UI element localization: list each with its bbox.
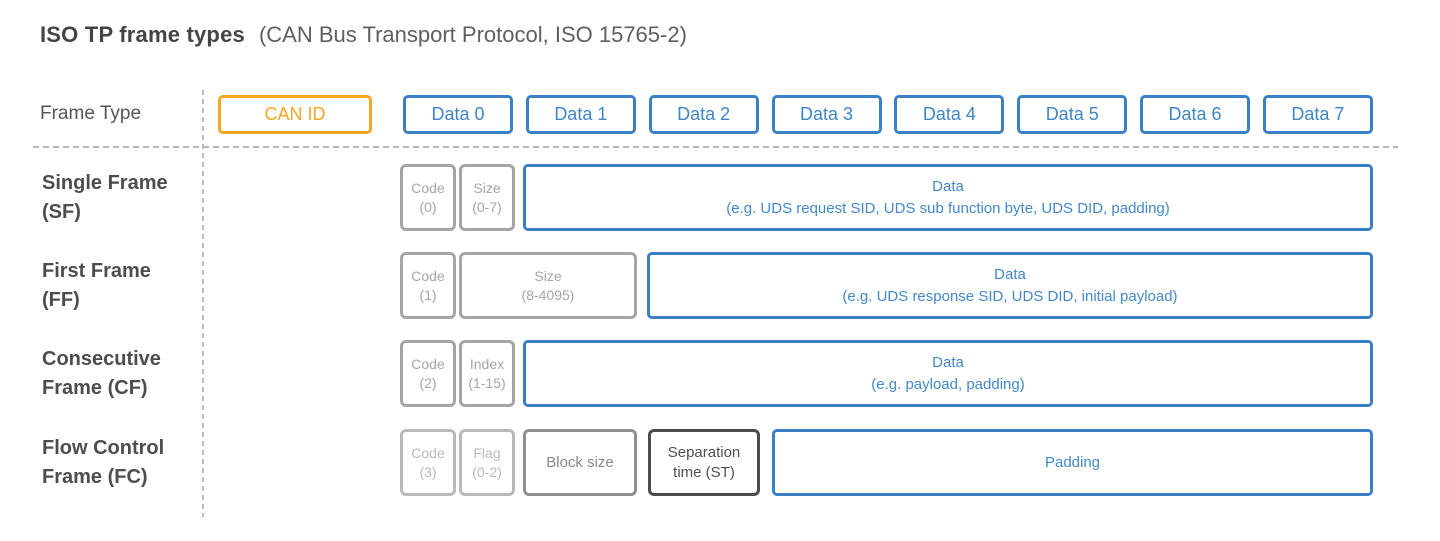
data-byte-box-6: Data 6 [1140,95,1251,134]
ff-data-cell: Data (e.g. UDS response SID, UDS DID, in… [647,252,1373,319]
data-byte-box-5: Data 5 [1017,95,1128,134]
fc-block-size-cell: Block size [523,429,637,496]
horizontal-dashed-divider [33,146,1398,148]
page-subtitle: (CAN Bus Transport Protocol, ISO 15765-2… [258,22,687,47]
data-byte-box-4: Data 4 [894,95,1005,134]
data-byte-box-3: Data 3 [771,95,882,134]
data-byte-box-0: Data 0 [403,95,513,134]
sf-data-cell: Data (e.g. UDS request SID, UDS sub func… [523,164,1373,231]
ff-code-cell: Code (1) [400,252,456,319]
fc-code-cell: Code (3) [400,429,456,496]
data-byte-box-1: Data 1 [525,95,636,134]
row-label-first-frame: First Frame (FF) [42,260,151,311]
fc-separation-time-cell: Separation time (ST) [648,429,760,496]
title-row: ISO TP frame types (CAN Bus Transport Pro… [40,22,687,48]
frame-type-label: Frame Type [40,103,142,124]
data-byte-box-7: Data 7 [1262,95,1373,134]
sf-size-cell: Size (0-7) [459,164,515,231]
sf-code-cell: Code (0) [400,164,456,231]
fc-flag-cell: Flag (0-2) [459,429,515,496]
cf-data-cell: Data (e.g. payload, padding) [523,340,1373,407]
row-label-flow-control-frame: Flow Control Frame (FC) [42,437,165,488]
cf-index-cell: Index (1-15) [459,340,515,407]
fc-padding-cell: Padding [772,429,1373,496]
row-label-consecutive-frame: Consecutive Frame (CF) [42,348,161,399]
cf-code-cell: Code (2) [400,340,456,407]
page-title: ISO TP frame types [40,22,245,47]
ff-size-cell: Size (8-4095) [459,252,637,319]
row-label-single-frame: Single Frame (SF) [42,172,168,223]
can-id-box: CAN ID [218,95,372,134]
vertical-dashed-divider [202,90,204,517]
data-byte-box-2: Data 2 [648,95,759,134]
data-byte-header-row: Data 0 Data 1 Data 2 Data 3 Data 4 Data … [403,95,1373,134]
